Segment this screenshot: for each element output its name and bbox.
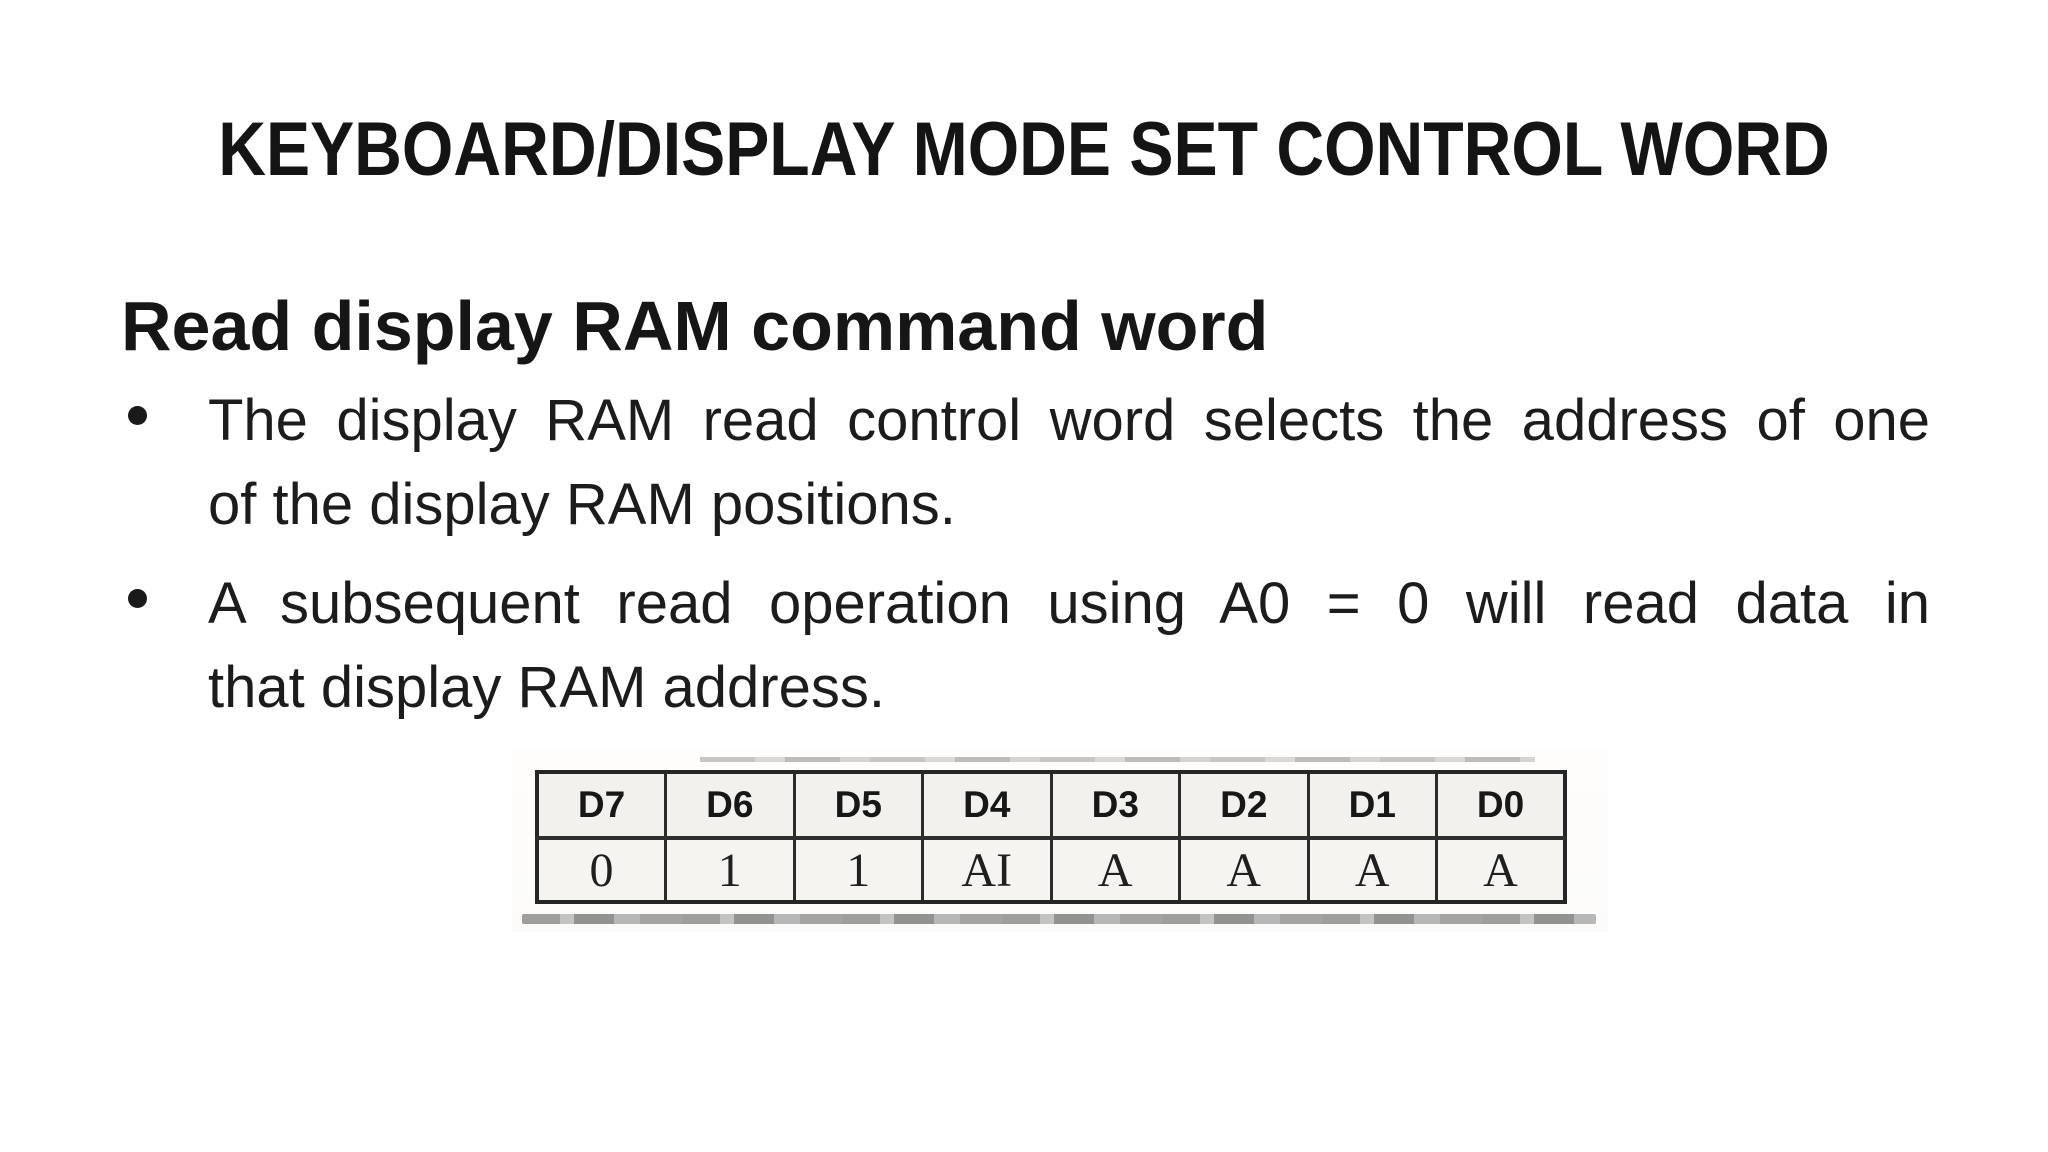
bit-header-d4: D4 [921,770,1053,840]
bit-header-d2: D2 [1178,770,1310,840]
control-word-bit-table: D7 D6 D5 D4 D3 D2 D1 D0 0 1 1 AI A A A A [535,770,1567,904]
bit-header-d1: D1 [1306,770,1438,840]
bit-header-d0: D0 [1435,770,1567,840]
bullet-line: of the display RAM positions. [208,472,956,537]
bullet-line: A subsequent read operation using A0 = 0… [208,571,1930,636]
scan-artifact-line-bottom [522,914,1596,924]
bullet-line: that display RAM address. [208,655,885,720]
bit-value-d5: 1 [792,836,924,904]
bit-header-d3: D3 [1049,770,1181,840]
bit-header-d6: D6 [664,770,796,840]
section-heading: Read display RAM command word [121,287,1269,365]
bullet-item-1: • The display RAM read control word sele… [126,379,1930,547]
bullet-line: The display RAM read control word select… [208,388,1930,453]
bit-value-d0: A [1435,836,1567,904]
bit-table-value-row: 0 1 1 AI A A A A [535,836,1567,904]
bullet-marker-icon: • [128,406,147,425]
bit-header-d5: D5 [792,770,924,840]
bit-value-d3: A [1049,836,1181,904]
bullet-marker-icon: • [128,589,147,608]
bit-value-d2: A [1178,836,1310,904]
bullet-item-2: • A subsequent read operation using A0 =… [126,562,1930,730]
bit-table-header-row: D7 D6 D5 D4 D3 D2 D1 D0 [535,770,1567,840]
bullet-text: The display RAM read control word select… [208,379,1930,547]
bit-value-d1: A [1306,836,1438,904]
bit-value-d6: 1 [664,836,796,904]
bit-header-d7: D7 [535,770,667,840]
slide-title: KEYBOARD/DISPLAY MODE SET CONTROL WORD [218,107,1830,192]
bit-value-d4: AI [921,836,1053,904]
bullet-text: A subsequent read operation using A0 = 0… [208,562,1930,730]
scanned-table-figure: D7 D6 D5 D4 D3 D2 D1 D0 0 1 1 AI A A A A [512,748,1608,932]
scan-artifact-line-top [700,757,1535,762]
bit-value-d7: 0 [535,836,667,904]
